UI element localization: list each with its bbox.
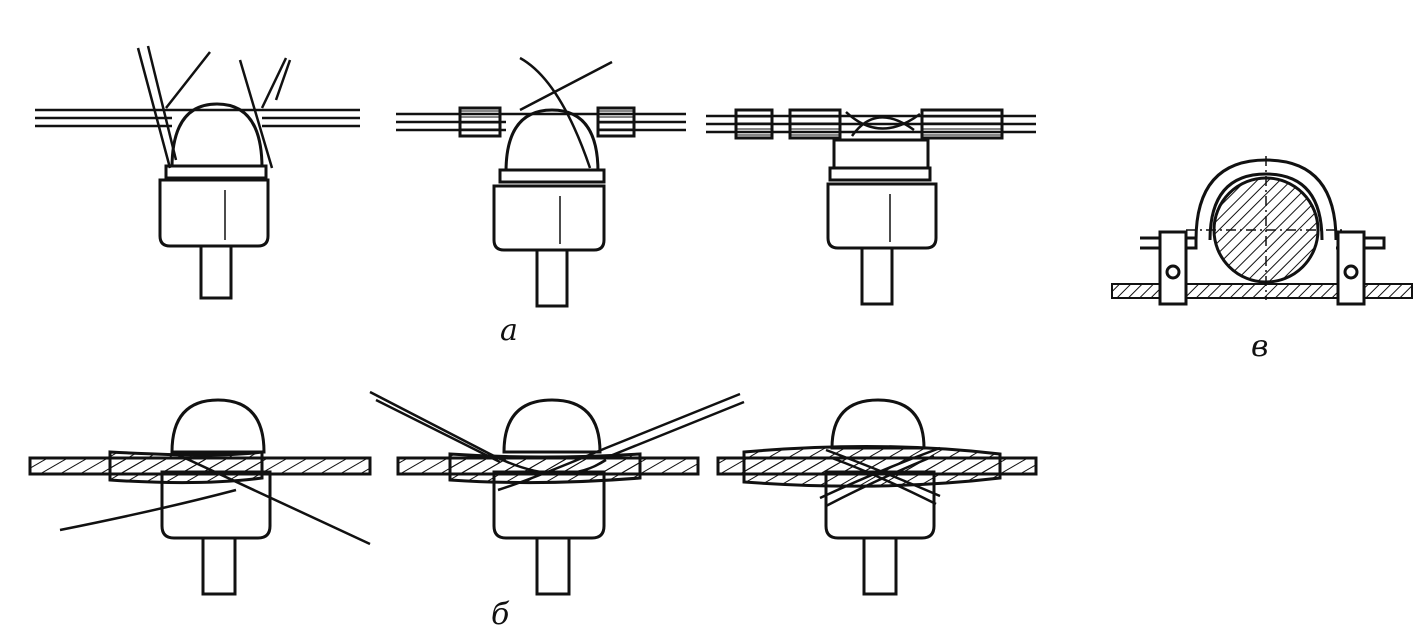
caption-a: а [500,313,518,348]
insulator-cable-tie-step-2 [369,390,745,596]
caption-v: в [1251,329,1269,364]
insulator-wire-tie-step-3 [706,108,1036,306]
insulator-wire-tie-step-1 [35,45,360,300]
insulator-cable-tie-step-3 [716,398,1038,596]
cable-clamp-cross-section [1111,156,1413,306]
insulator-cable-tie-step-1 [28,398,372,596]
caption-b: б [491,597,510,632]
insulator-wire-tie-step-2 [396,56,686,308]
